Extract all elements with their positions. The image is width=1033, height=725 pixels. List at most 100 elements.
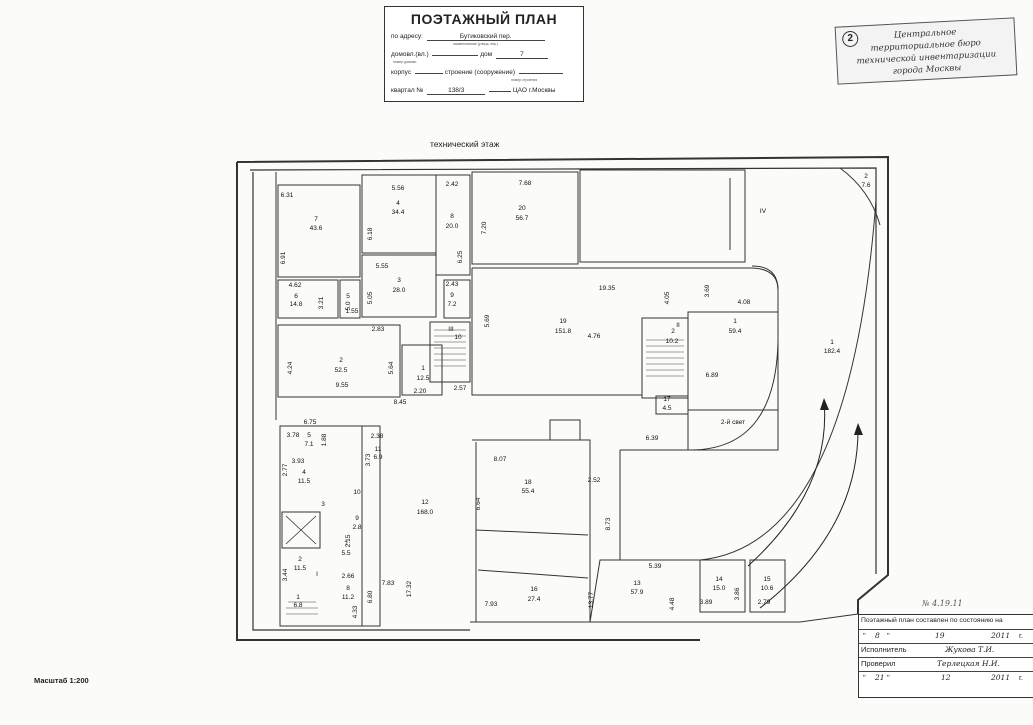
plan-label: 1 — [296, 594, 300, 601]
plan-label: 20 — [518, 205, 526, 212]
plan-label: 5 — [307, 432, 311, 439]
plan-label: 5.0 — [345, 301, 352, 310]
plan-label: 168.0 — [417, 509, 434, 516]
plan-label: 10 — [454, 334, 462, 341]
district: ЦАО г.Москвы — [512, 87, 556, 94]
plan-label: 7.2 — [447, 301, 456, 308]
plan-label: 56.7 — [516, 215, 529, 222]
dom-note: номер домовл. — [393, 60, 418, 64]
plan-label: 2.52 — [588, 477, 601, 484]
plan-label: 2 — [864, 173, 868, 180]
plan-label: 6.8 — [293, 602, 302, 609]
plan-label: 10.2 — [666, 338, 679, 345]
plan-label: I — [316, 571, 318, 578]
date1-year: 2011 — [991, 631, 1011, 640]
plan-label: 55.4 — [522, 488, 535, 495]
plan-label: 57.9 — [631, 589, 644, 596]
kvartal-label: квартал № — [391, 87, 424, 94]
plan-label: 4.48 — [669, 597, 676, 610]
date2-year: 2011 — [991, 673, 1011, 682]
plan-label: 27.4 — [528, 596, 541, 603]
checked-name: Терлецкая Н.И. — [937, 659, 1000, 668]
plan-label: 6.75 — [304, 419, 317, 426]
title-stamp: ПОЭТАЖНЫЙ ПЛАН по адресу: Бутиковский пе… — [384, 6, 584, 102]
stroenie-note: номер строения — [511, 78, 538, 82]
plan-label: 1.55 — [346, 308, 359, 315]
plan-label: 2.79 — [758, 599, 771, 606]
plan-label: 17 — [663, 396, 671, 403]
certification-block: Поэтажный план составлен по состоянию на… — [858, 614, 1033, 698]
plan-label: 5.69 — [484, 314, 491, 327]
plan-label: 14 — [715, 576, 723, 583]
plan-label: 9.55 — [336, 382, 349, 389]
plan-label: 43.6 — [310, 225, 323, 232]
plan-label: 8.45 — [394, 399, 407, 406]
plan-label: 2.38 — [371, 433, 384, 440]
plan-label: 5.39 — [649, 563, 662, 570]
plan-label: 7.68 — [519, 180, 532, 187]
plan-label: 4.24 — [287, 361, 294, 374]
plan-label: 2.42 — [446, 181, 459, 188]
plan-label: 2.83 — [372, 326, 385, 333]
handwritten-note: № 4.19.11 — [922, 599, 963, 608]
date1-year-suffix: г. — [1019, 631, 1023, 640]
checked-row: Проверил Терлецкая Н.И. — [859, 657, 1033, 672]
stamp-title: ПОЭТАЖНЫЙ ПЛАН — [410, 11, 558, 27]
plan-label: 5 — [346, 293, 350, 300]
plan-label: 7.83 — [382, 580, 395, 587]
address-label: по адресу: — [391, 33, 423, 40]
plan-label: 8.07 — [494, 456, 507, 463]
plan-label: 16 — [530, 586, 538, 593]
plan-label: 19 — [559, 318, 567, 325]
dom-label: дом — [480, 51, 493, 58]
plan-label: 5.64 — [388, 361, 395, 374]
plan-label: 14.8 — [290, 301, 303, 308]
plan-label: 7 — [314, 216, 318, 223]
plan-label: 3.93 — [292, 458, 305, 465]
plan-label: 4.76 — [588, 333, 601, 340]
plan-label: 8 — [450, 213, 454, 220]
plan-label: 9 — [355, 515, 359, 522]
plan-label: 28.0 — [393, 287, 406, 294]
plan-label: 1.88 — [321, 433, 328, 446]
plan-label: 11.2 — [342, 594, 355, 601]
plan-label: 5.5 — [341, 550, 350, 557]
date1-row: " 8 " 19 2011 г. — [859, 629, 1033, 644]
plan-label: 2.20 — [414, 388, 427, 395]
plan-label: 2 — [671, 328, 675, 335]
checked-label: Проверил — [861, 659, 896, 668]
plan-label: 3.73 — [365, 453, 372, 466]
scale-label: Масштаб 1:200 — [34, 676, 89, 685]
plan-label: IV — [760, 208, 767, 215]
room-labels: 6.31743.66.915.56434.46.182.42820.06.257… — [280, 173, 871, 618]
executor-name: Жукова Т.И. — [945, 645, 995, 654]
plan-label: 2-й свет — [721, 418, 745, 426]
plan-label: 59.4 — [729, 328, 742, 335]
date2-year-suffix: г. — [1019, 673, 1023, 682]
plan-label: 3.69 — [704, 284, 711, 297]
plan-label: 6.18 — [367, 227, 374, 240]
executor-label: Исполнитель — [861, 645, 907, 654]
plan-label: 9 — [450, 292, 454, 299]
plan-label: 3 — [397, 277, 401, 284]
plan-label: 11.5 — [298, 478, 311, 485]
plan-label: 52.5 — [335, 367, 348, 374]
plan-label: 2.66 — [342, 573, 355, 580]
korpus-row: корпус строение (сооружение) номер строе… — [391, 69, 563, 82]
status-row: Поэтажный план составлен по состоянию на — [859, 615, 1033, 630]
plan-label: 6 — [294, 293, 298, 300]
date2-row: " 21 " 12 2011 г. — [863, 673, 1023, 682]
plan-label: 11.5 — [294, 565, 307, 572]
plan-label: 13.77 — [588, 591, 595, 608]
plan-label: 4.33 — [352, 605, 359, 618]
plan-label: 7.1 — [304, 441, 313, 448]
date1-month: 19 — [935, 631, 945, 640]
plan-label: 11 — [375, 446, 382, 453]
plan-label: 6.64 — [475, 497, 482, 510]
address-value: Бутиковский пер. — [426, 33, 545, 41]
plan-label: 3.21 — [318, 296, 325, 309]
plan-label: 7.6 — [861, 182, 870, 189]
plan-label: 151.8 — [555, 328, 572, 335]
plan-label: 5.55 — [376, 263, 389, 270]
plan-label: 12 — [421, 499, 429, 506]
